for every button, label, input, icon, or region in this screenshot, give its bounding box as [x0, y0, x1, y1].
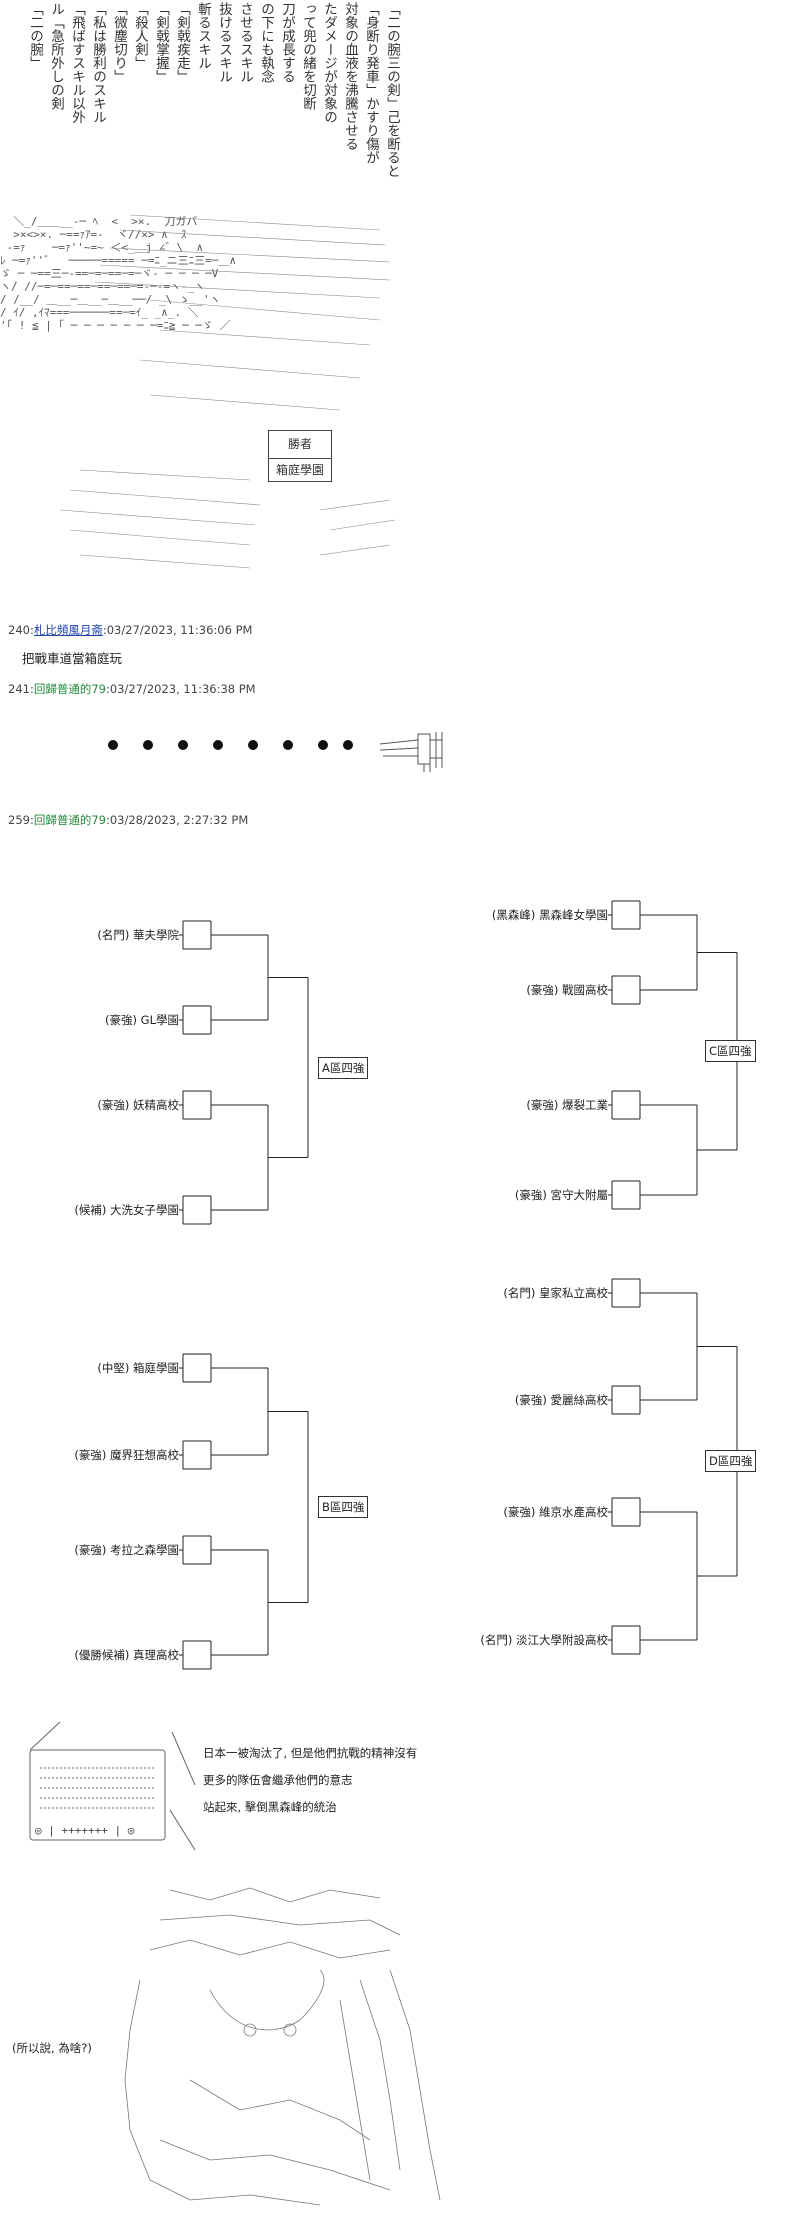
winner-badge: 勝者 箱庭學園	[268, 430, 332, 482]
aa-line: ＼_/＿＿__-─ ﾍ < >×. 刀ガバ	[0, 215, 198, 228]
region-label: D區四強	[705, 1450, 757, 1473]
post-body: 把戰車道當箱庭玩	[22, 651, 123, 666]
post-number: 259	[8, 813, 30, 827]
poster-name[interactable]: 回歸普通的79	[33, 813, 106, 827]
team-name: (豪強) 宮守大附屬	[514, 1188, 608, 1202]
region-label: A區四強	[318, 1056, 369, 1079]
aa-line: '｢ ! ≦ | ｢ ─ ─ ─ ─ ─ ─ ─=ﾆ≧ ─ ─ゞ ／	[0, 319, 231, 332]
post-date: 03/27/2023, 11:36:38 PM	[109, 682, 256, 696]
final-caption: (所以說, 為啥?)	[12, 2041, 92, 2055]
post-header: 241:回歸普通的79:03/27/2023, 11:36:38 PM	[8, 682, 256, 696]
dot	[178, 740, 188, 750]
top-aa-panel: 「二の腕三の剣」己を断ると「身断り発車」かすり傷が対象の血液を沸騰させるたダメー…	[0, 0, 400, 600]
region-label: C區四強	[705, 1040, 756, 1063]
aa-line: ﾚ ─=ｧ''゛ ─────===== ─=ﾆ_ニ三ﾆ三=─＿∧	[0, 254, 236, 267]
skill-column: 「殺人剣」	[132, 2, 148, 70]
skill-column: 「身断り発車」かすり傷が	[363, 2, 379, 164]
team-name: (黑森峰) 黑森峰女學園	[491, 908, 608, 922]
post-date: 03/27/2023, 11:36:06 PM	[106, 623, 253, 637]
speech-line	[171, 1731, 196, 1786]
aa-texture	[59, 214, 396, 569]
character-aa-art	[124, 1887, 441, 2206]
dot	[283, 740, 293, 750]
winner-school: 箱庭學園	[269, 458, 331, 478]
dot	[108, 740, 118, 750]
team-name: (優勝候補) 真理高校	[74, 1648, 179, 1662]
skill-column: させるスキル	[237, 2, 253, 83]
team-name: (豪強) 戰國高校	[526, 983, 608, 997]
dot	[318, 740, 328, 750]
team-name: (豪強) 考拉之森學園	[74, 1543, 179, 1557]
team-name: (名門) 華夫學院	[97, 928, 179, 942]
sword-icon	[379, 732, 443, 772]
poster-name[interactable]: 回歸普通的79	[33, 682, 106, 696]
post-header: 240:札比頻風月斋:03/27/2023, 11:36:06 PM	[8, 623, 253, 637]
skill-column: って兜の緒を切断	[300, 2, 316, 110]
team-name: (豪強) 爆裂工業	[526, 1098, 608, 1112]
team-name: (豪強) 愛麗絲高校	[514, 1393, 608, 1407]
post-date: 03/28/2023, 2:27:32 PM	[109, 813, 249, 827]
poster-name[interactable]: 札比頻風月斋	[33, 623, 103, 637]
skill-column: の下にも執念	[258, 2, 274, 83]
dot	[248, 740, 258, 750]
aa-line: / /__/ ＿__─＿__─＿__──/ _\ ゝ__'ヽ	[0, 293, 221, 306]
team-name: (中堅) 箱庭學園	[97, 1361, 179, 1375]
team-name: (豪強) 魔界狂想高校	[74, 1448, 179, 1462]
skill-column: 抜けるスキル	[216, 2, 232, 83]
skill-column: 「二の腕」	[27, 2, 43, 70]
skill-column: 「剣戟疾走」	[174, 2, 190, 83]
tournament-bracket	[179, 900, 738, 1670]
skill-column: 「飛ばすスキル以外	[69, 2, 85, 124]
team-name: (豪強) GL學園	[105, 1013, 179, 1027]
skill-column: 「私は勝利のスキル	[90, 2, 106, 124]
aa-line: / ｲ/ ,ｲﾏ===──────==─=ｲ_ _∧_. ＼	[0, 306, 199, 319]
post-number: 240	[8, 623, 30, 637]
winner-label: 勝者	[287, 437, 312, 451]
dot	[143, 740, 153, 750]
team-name: (豪強) 妖精高校	[97, 1098, 179, 1112]
aa-art-band: ＼_/＿＿__-─ ﾍ < >×. 刀ガバ >×<>×. ─==ｧｱ=- ヾ//…	[0, 215, 236, 332]
skill-column: 刀が成長する	[279, 2, 295, 83]
skill-column: 「二の腕三の剣」己を断ると	[384, 2, 400, 178]
team-name: (豪強) 維京水產高校	[503, 1505, 608, 1519]
radio-icon	[29, 1721, 196, 1851]
skill-column: 「微塵切り」	[111, 2, 127, 83]
radio-line-3: 站起來, 擊倒黑森峰的統治	[203, 1800, 337, 1814]
aa-line: ゞ ─ ─==三─-==─=─==─=─ヾ- ─ ─ ─ ─V	[0, 267, 219, 280]
skill-column: たダメージが対象の	[321, 2, 337, 124]
dot	[343, 740, 353, 750]
skill-column: 対象の血液を沸騰させる	[342, 2, 358, 151]
radio-line-2: 更多的隊伍會繼承他們的意志	[203, 1773, 353, 1787]
team-name: (名門) 皇家私立高校	[503, 1286, 608, 1300]
radio-dial: ◎ | +++++++ | ◎	[35, 1824, 135, 1837]
skill-column: 「剣戟掌握」	[153, 2, 169, 83]
post-header: 259:回歸普通的79:03/28/2023, 2:27:32 PM	[8, 813, 249, 827]
radio-line-1: 日本一被淘汰了, 但是他們抗戰的精神沒有	[203, 1746, 418, 1760]
post-number: 241	[8, 682, 30, 696]
aa-line: ヽ/ //─=─==─==─==─==─=-─-=ヽ-_ヽ	[0, 280, 206, 293]
team-name: (名門) 淡江大學附設高校	[480, 1633, 608, 1647]
skill-column: ル「急所外しの剣	[48, 2, 64, 110]
region-label: B區四強	[318, 1496, 369, 1518]
dot	[213, 740, 223, 750]
team-name: (候補) 大洗女子學園	[74, 1203, 179, 1217]
skill-column: 斬るスキル	[195, 2, 211, 70]
